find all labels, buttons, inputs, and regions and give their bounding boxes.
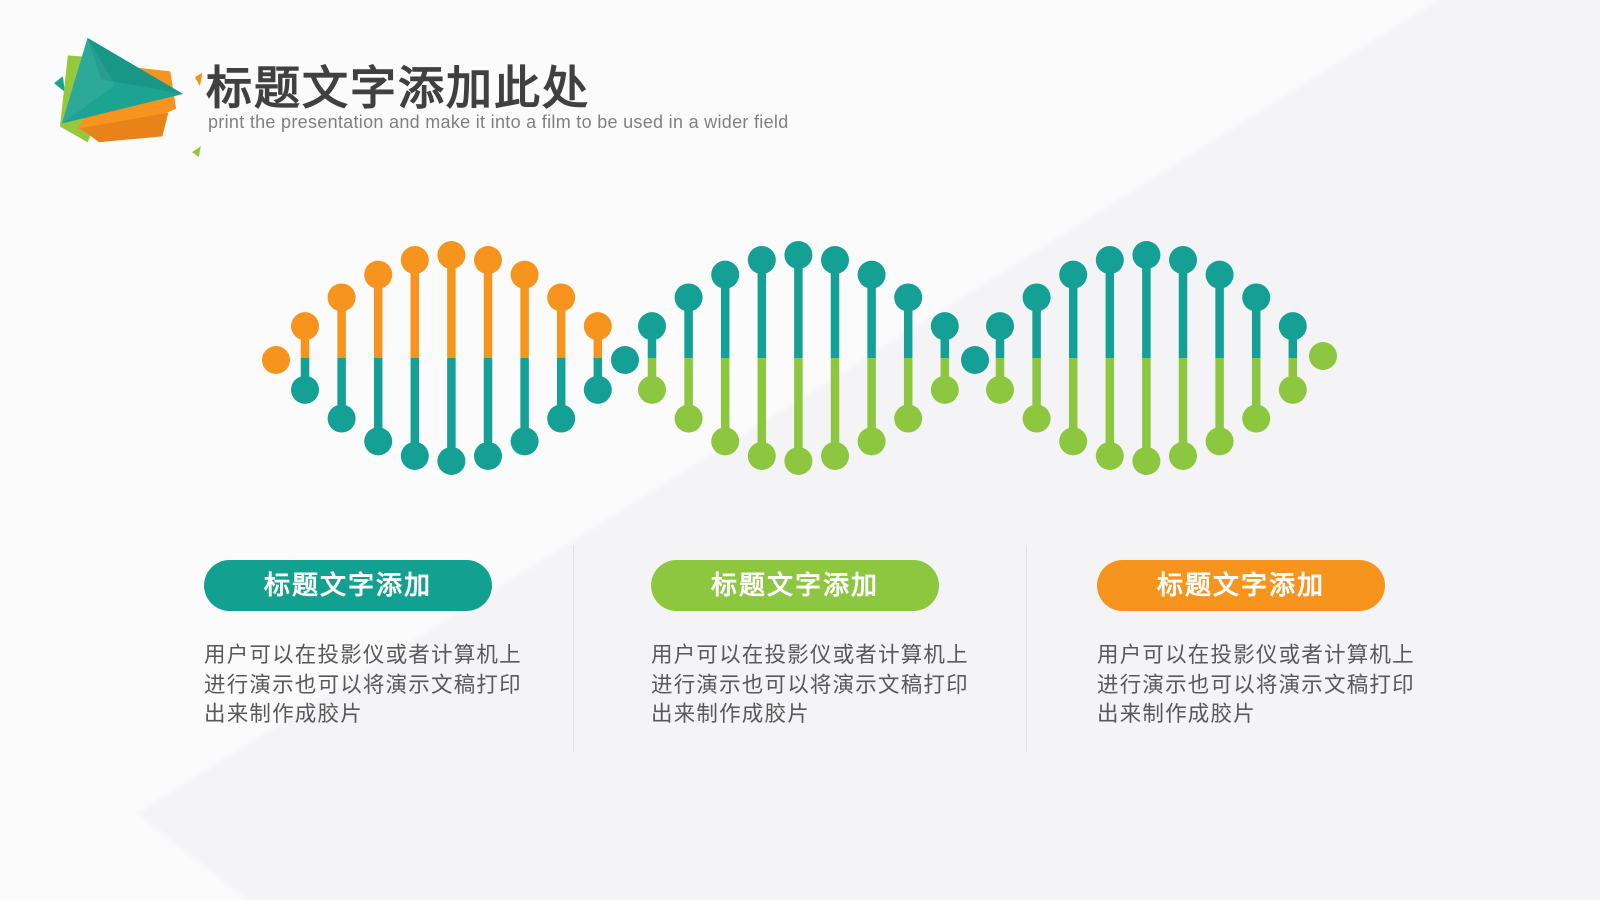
- title-pill-green[interactable]: 标题文字添加: [651, 560, 939, 611]
- page-subtitle: print the presentation and make it into …: [208, 112, 789, 132]
- content-column-2: 标题文字添加 用户可以在投影仪或者计算机上 进行演示也可以将演示文稿打印 出来制…: [651, 560, 969, 730]
- title-pill-teal[interactable]: 标题文字添加: [204, 560, 492, 611]
- paper-triangles-logo-icon: [54, 37, 202, 158]
- column-divider: [573, 545, 574, 752]
- column-body-text[interactable]: 用户可以在投影仪或者计算机上 进行演示也可以将演示文稿打印 出来制作成胶片: [204, 643, 522, 726]
- content-column-3: 标题文字添加 用户可以在投影仪或者计算机上 进行演示也可以将演示文稿打印 出来制…: [1097, 560, 1415, 730]
- title-pill-orange[interactable]: 标题文字添加: [1097, 560, 1385, 611]
- column-body-text[interactable]: 用户可以在投影仪或者计算机上 进行演示也可以将演示文稿打印 出来制作成胶片: [1097, 643, 1415, 726]
- column-body-text[interactable]: 用户可以在投影仪或者计算机上 进行演示也可以将演示文稿打印 出来制作成胶片: [651, 643, 969, 726]
- column-divider: [1026, 545, 1027, 752]
- content-column-1: 标题文字添加 用户可以在投影仪或者计算机上 进行演示也可以将演示文稿打印 出来制…: [204, 560, 522, 730]
- page-title: 标题文字添加此处: [206, 62, 590, 114]
